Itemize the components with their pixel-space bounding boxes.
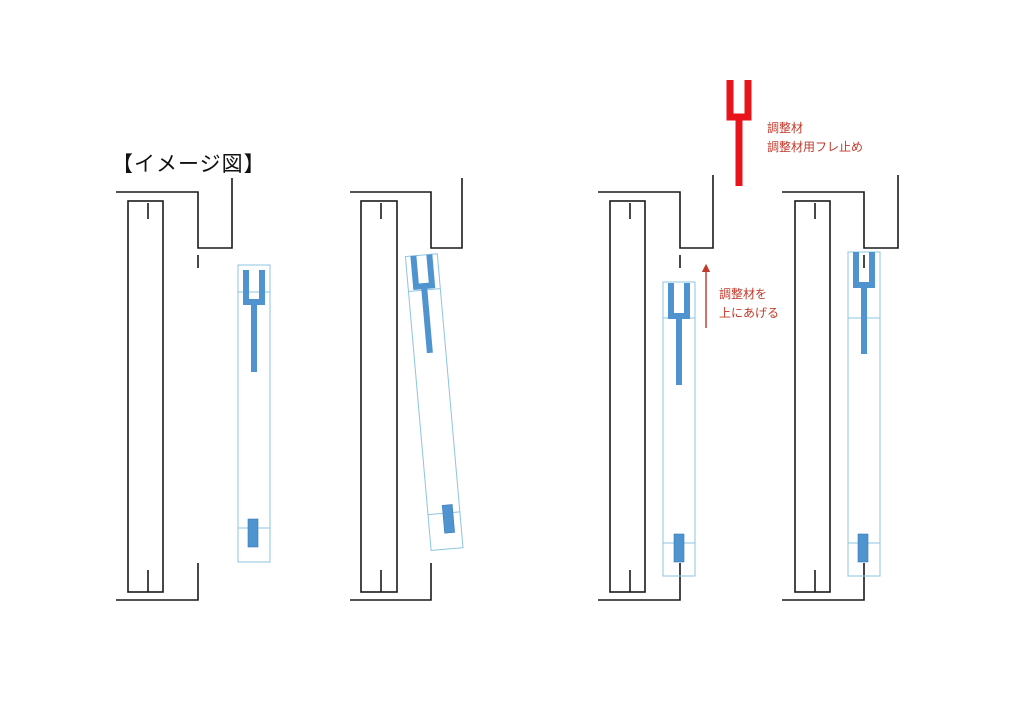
anti-sway-block — [673, 533, 685, 563]
glass-panel — [404, 253, 464, 552]
anti-sway-block — [857, 533, 869, 563]
highlighted-adjuster — [726, 80, 752, 186]
step-2-panel — [350, 178, 464, 601]
anti-sway-block — [247, 518, 259, 548]
adjuster-fork — [243, 270, 265, 372]
raise-adjuster-label: 調整材を 上にあげる — [719, 285, 779, 323]
raise-label-line-2: 上にあげる — [719, 306, 780, 320]
adjuster-fork — [853, 252, 875, 354]
anti-sway-block — [441, 504, 455, 534]
adjuster-label-top: 調整材 調整材用フレ止め — [767, 119, 863, 157]
raise-label-line-1: 調整材を — [719, 287, 768, 301]
step-1-panel — [116, 178, 271, 601]
door-frame — [782, 175, 899, 601]
tilted-glass-group — [404, 253, 464, 552]
step-3-panel — [598, 175, 714, 601]
step-4-panel — [782, 175, 899, 601]
door-frame — [598, 175, 714, 601]
adjuster-label-line-1: 調整材 — [767, 121, 804, 135]
door-frame — [350, 178, 463, 601]
adjuster-fork — [410, 254, 436, 354]
adjuster-fork — [668, 283, 690, 385]
page-title: 【イメージ図】 — [112, 152, 266, 176]
door-frame — [116, 178, 233, 601]
adjuster-label-line-2: 調整材用フレ止め — [767, 140, 864, 154]
